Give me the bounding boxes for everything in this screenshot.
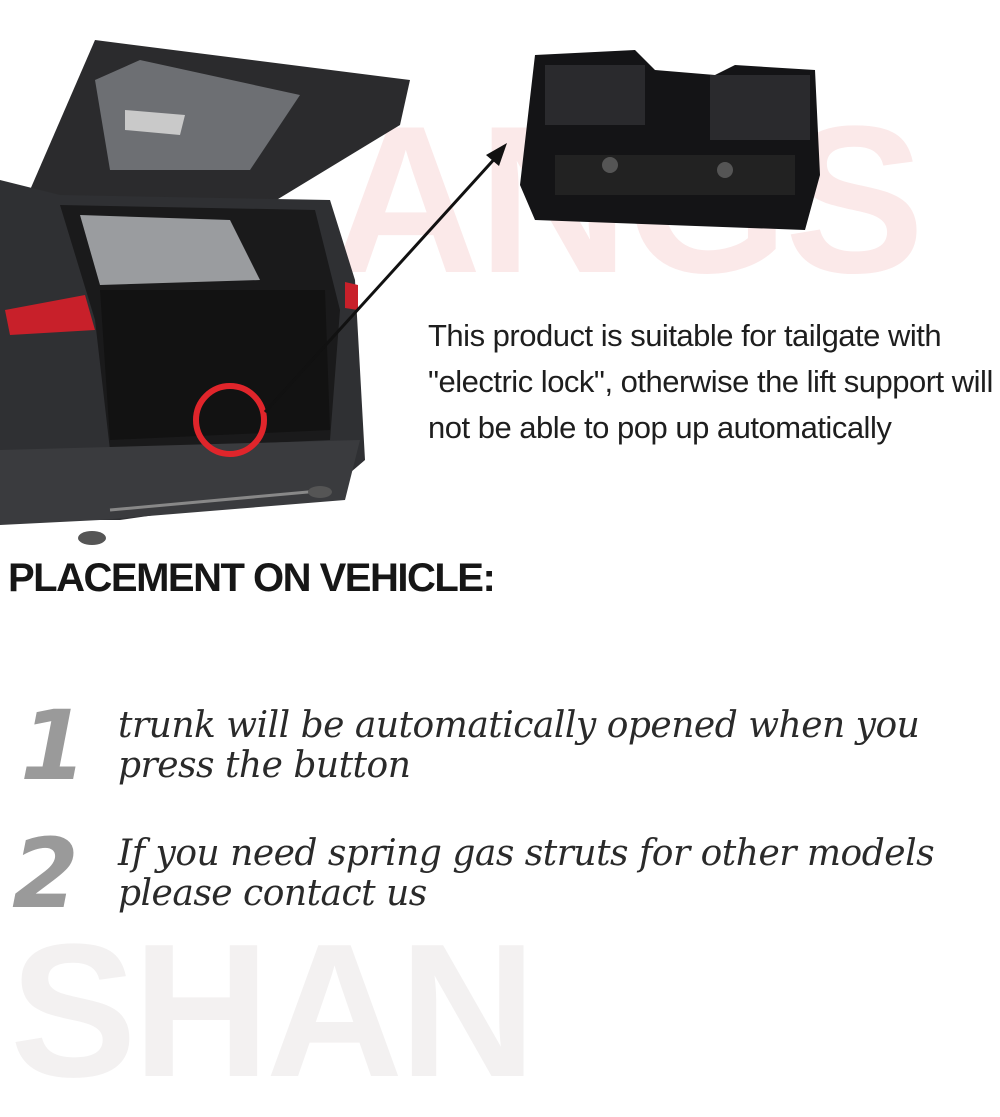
placement-heading: PLACEMENT ON VEHICLE: <box>8 556 496 600</box>
step-number-2: 2 <box>12 818 79 930</box>
lock-part-image <box>520 50 820 230</box>
step-text-2: If you need spring gas struts for other … <box>118 833 935 914</box>
watermark-bottom: SHAN <box>10 905 536 1117</box>
step-number-1: 1 <box>20 690 87 802</box>
car-rear-image <box>0 40 410 545</box>
product-description: This product is suitable for tailgate wi… <box>428 318 993 445</box>
step-text-1: trunk will be automatically opened when … <box>118 705 920 786</box>
highlight-circle <box>193 383 267 457</box>
